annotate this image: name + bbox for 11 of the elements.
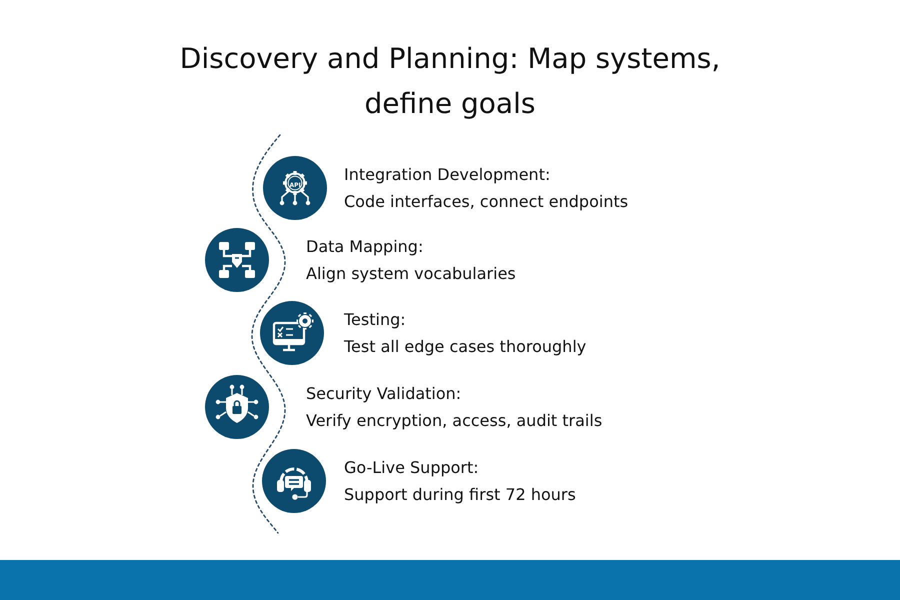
title: Discovery and Planning: Map systems, define goals [178,41,722,122]
step-description: Align system vocabularies [306,264,516,284]
step-description: Support during first 72 hours [344,484,576,504]
step-description: Test all edge cases thoroughly [344,336,586,356]
step-heading: Data Mapping: [306,236,424,256]
step-heading: Integration Development: [344,164,550,184]
step-heading: Testing: [344,310,406,330]
step-heading: Go-Live Support: [344,458,479,478]
step-description: Verify encryption, access, audit trails [306,410,602,430]
step-heading: Security Validation: [306,384,462,404]
step-description: Code interfaces, connect endpoints [344,192,628,212]
